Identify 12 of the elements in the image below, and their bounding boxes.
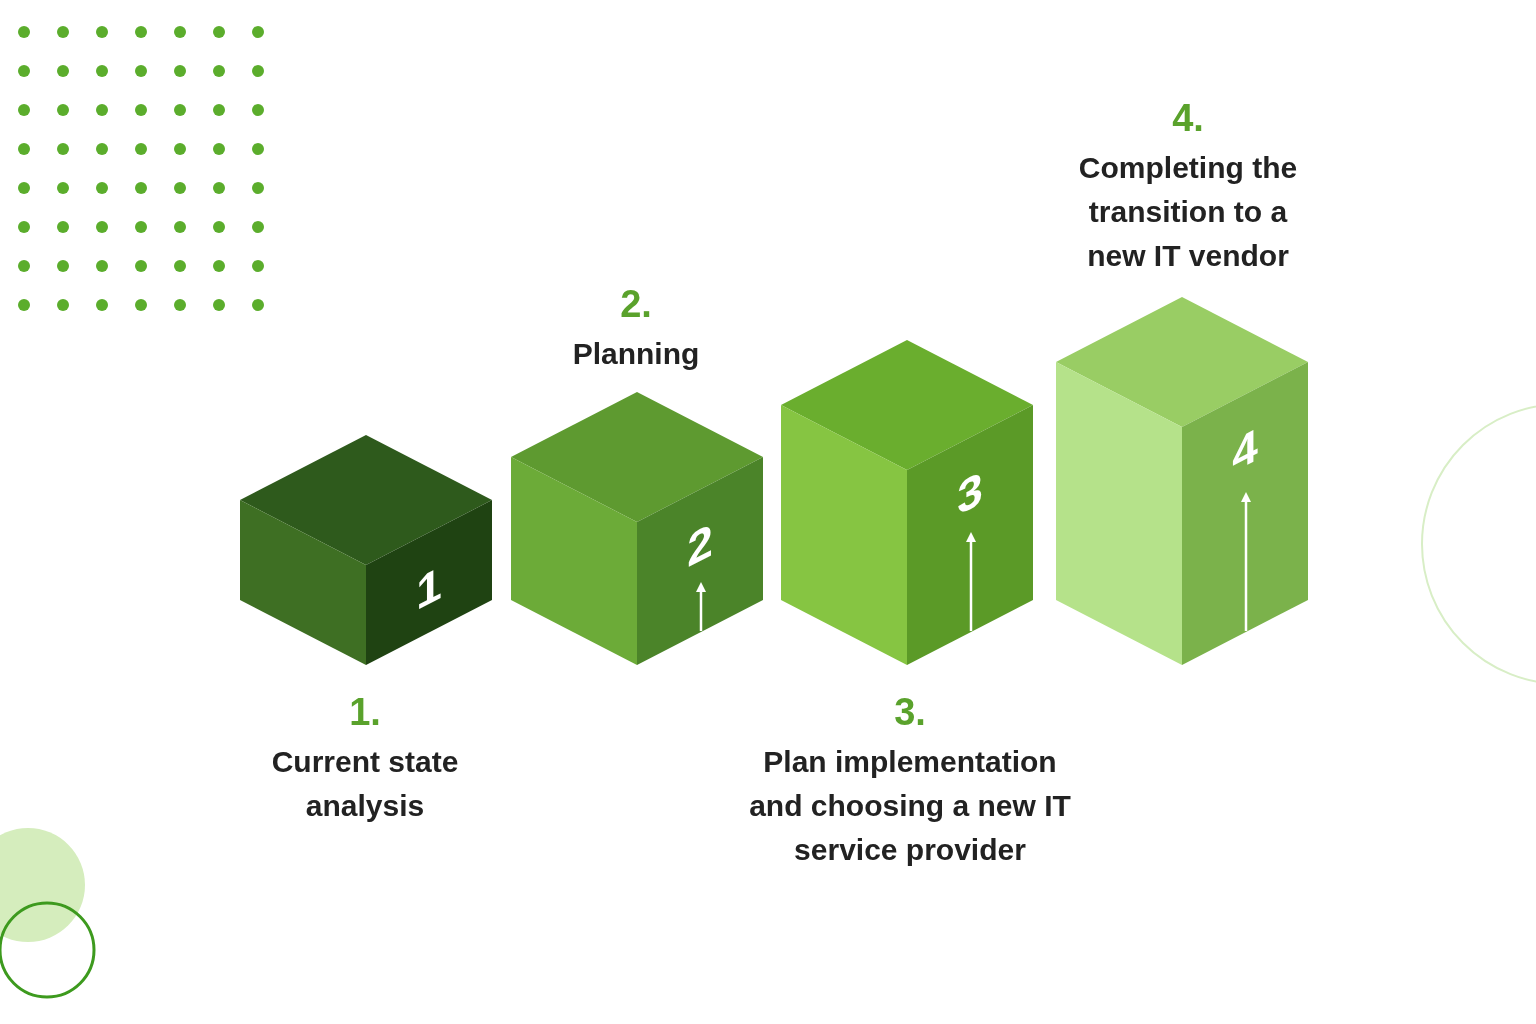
step-index: 4. bbox=[1172, 96, 1204, 141]
step-label: Plan implementation and choosing a new IT service provider bbox=[748, 744, 1072, 868]
step-number: 3 bbox=[957, 463, 983, 523]
step-index: 3. bbox=[894, 690, 926, 735]
step-index: 2. bbox=[620, 282, 652, 327]
step-number: 4 bbox=[1232, 420, 1258, 480]
step-label: Planning bbox=[572, 336, 700, 372]
step-index: 1. bbox=[349, 690, 381, 735]
step-number: 1 bbox=[416, 558, 442, 618]
step-label: Completing the transition to a new IT vendor bbox=[1077, 150, 1299, 274]
step-number: 2 bbox=[687, 515, 713, 575]
step-label: Current state analysis bbox=[270, 744, 460, 824]
